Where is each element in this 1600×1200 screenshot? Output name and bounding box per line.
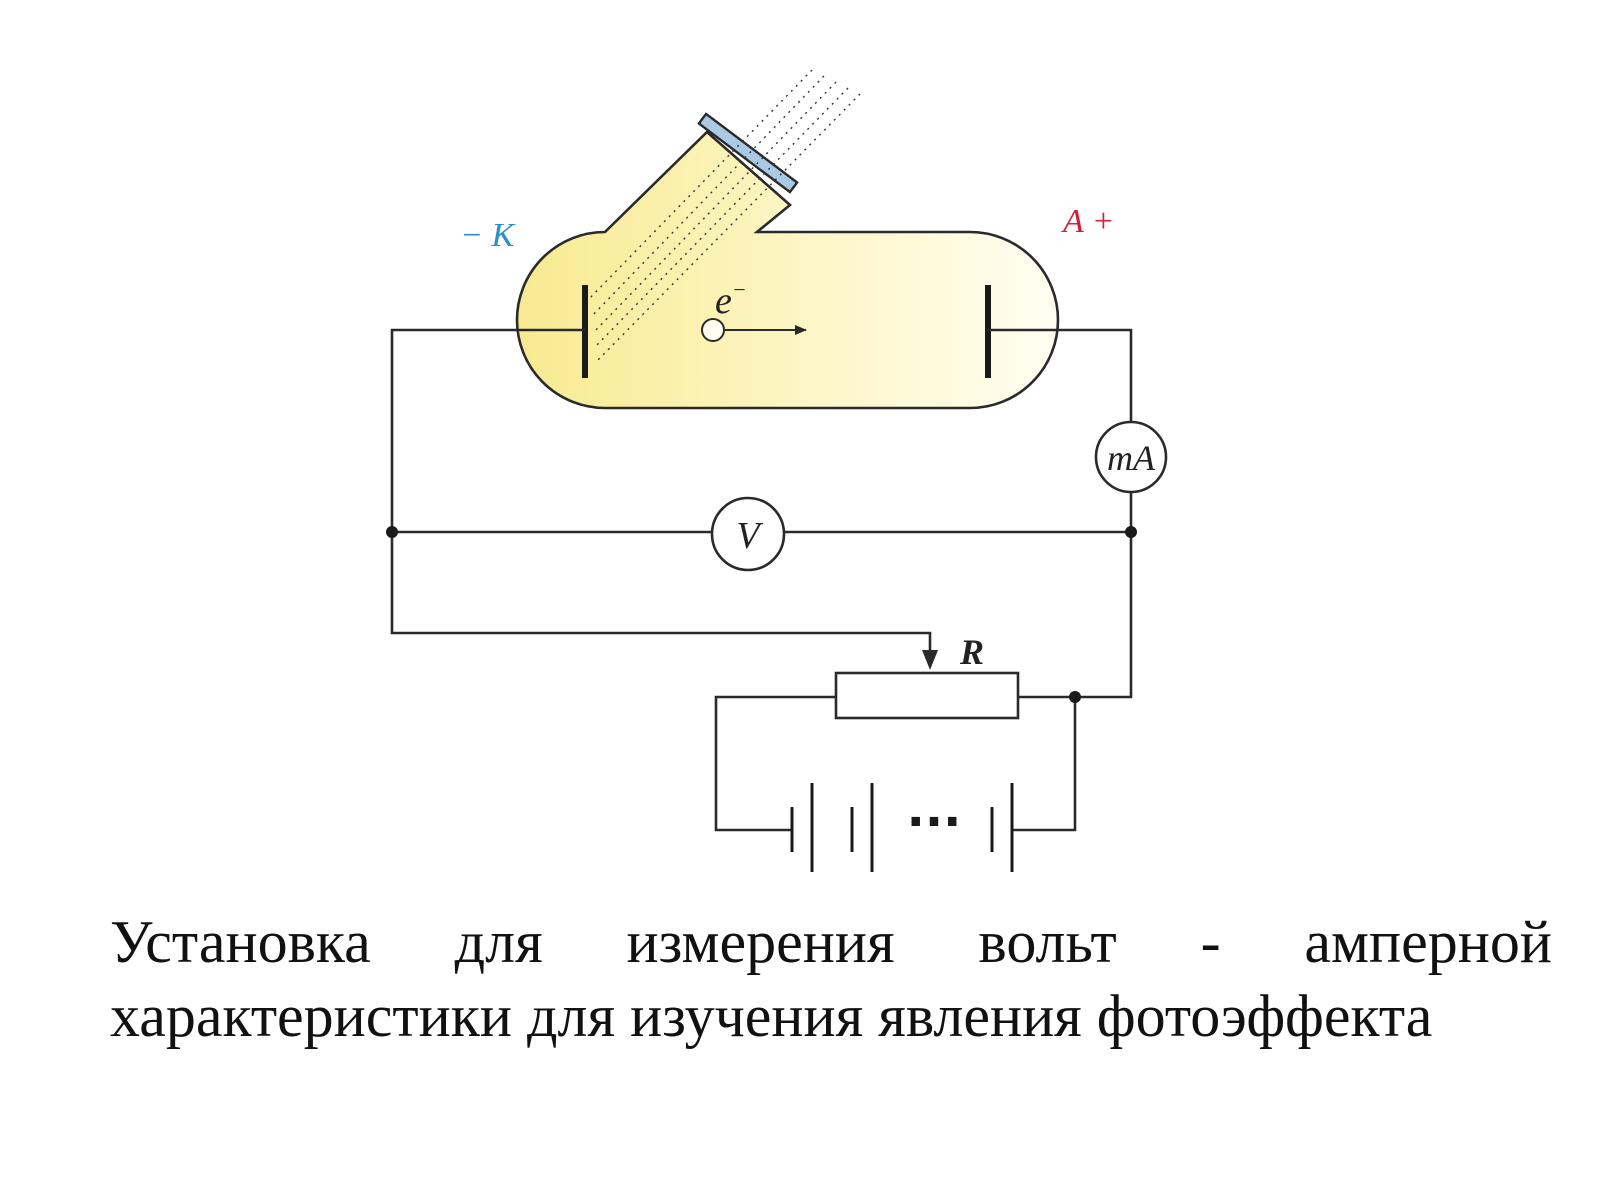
quartz-window <box>697 112 799 194</box>
junction-dot <box>1069 691 1081 703</box>
voltmeter-label: V <box>736 515 763 557</box>
electron-label: e− <box>715 277 747 322</box>
electron-sup: − <box>732 277 747 302</box>
battery <box>790 783 1014 872</box>
cathode-label: − K <box>460 217 516 254</box>
junction-dot <box>1125 526 1137 538</box>
ammeter-label: mA <box>1107 438 1156 478</box>
rheostat-wiper-arrow <box>922 650 938 670</box>
circuit-wires <box>390 328 1133 832</box>
caption-line-2: характеристики для изучения явления фото… <box>110 983 1433 1049</box>
light-rays <box>587 69 861 363</box>
battery-ellipsis: ··· <box>907 794 962 850</box>
electron-circle <box>701 318 725 342</box>
tube-body <box>515 130 1060 410</box>
caption-line-1: Установка для измерения вольт - амперной <box>110 909 1552 975</box>
rheostat: R <box>834 632 1020 720</box>
electron: e− <box>701 277 807 342</box>
voltmeter: V <box>710 496 786 572</box>
anode-label: A + <box>1061 203 1115 240</box>
junction-dot <box>386 526 398 538</box>
ammeter: mA <box>1094 420 1168 494</box>
caption: Установка для измерения вольт - амперной… <box>110 905 1552 1053</box>
rheostat-label: R <box>959 632 984 672</box>
vacuum-tube <box>515 112 1060 410</box>
